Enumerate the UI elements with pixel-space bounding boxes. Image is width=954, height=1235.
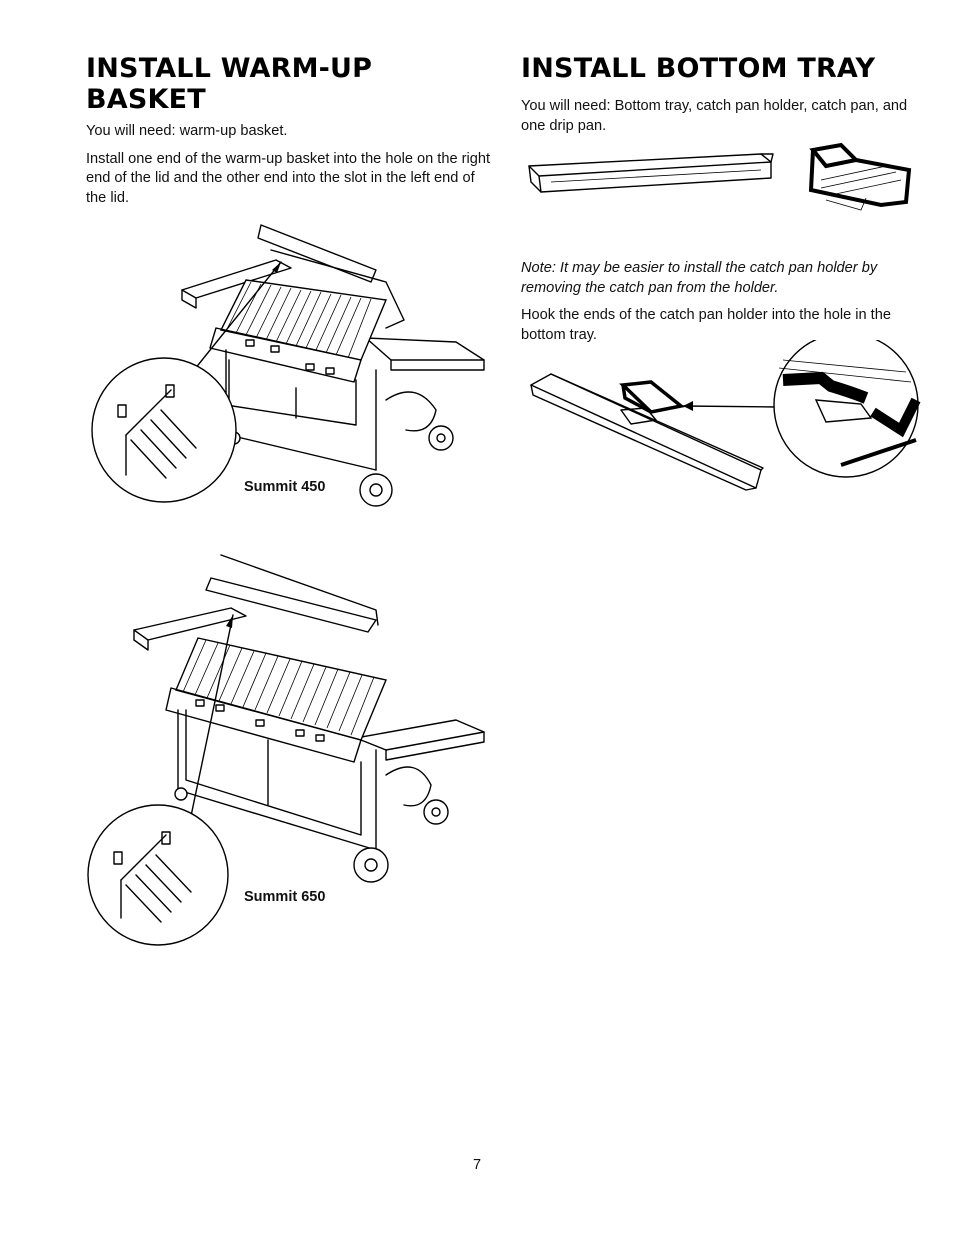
right-column: INSTALL BOTTOM TRAY You will need: Botto… bbox=[521, 53, 931, 144]
section-heading-warm-up-basket: INSTALL WARM-UP BASKET bbox=[86, 53, 373, 115]
tray-and-holder-illustration bbox=[528, 142, 912, 211]
figure-caption: Summit 650 bbox=[244, 889, 326, 905]
grill-illustration bbox=[91, 224, 485, 507]
instruction-text: Install one end of the warm-up basket in… bbox=[86, 150, 491, 206]
figure-summit-650: Summit 650 bbox=[86, 550, 496, 950]
note-text: Note: It may be easier to install the ca… bbox=[521, 260, 878, 296]
figure-tray-parts bbox=[521, 140, 931, 220]
page-number: 7 bbox=[472, 1157, 482, 1173]
section-heading-bottom-tray: INSTALL BOTTOM TRAY bbox=[521, 53, 876, 84]
figure-caption: Summit 450 bbox=[244, 479, 326, 495]
requirements-text: You will need: Bottom tray, catch pan ho… bbox=[521, 98, 908, 134]
requirements-text: You will need: warm-up basket. bbox=[86, 123, 288, 139]
tray-holder-detail-illustration bbox=[530, 332, 921, 491]
left-column: INSTALL WARM-UP BASKET You will need: wa… bbox=[86, 53, 496, 216]
instruction-text: Hook the ends of the catch pan holder in… bbox=[521, 307, 891, 343]
right-column-notes: Note: It may be easier to install the ca… bbox=[521, 259, 931, 353]
figure-summit-450: Summit 450 bbox=[86, 220, 496, 515]
figure-hook-holder bbox=[521, 332, 931, 500]
grill-illustration bbox=[87, 554, 485, 946]
